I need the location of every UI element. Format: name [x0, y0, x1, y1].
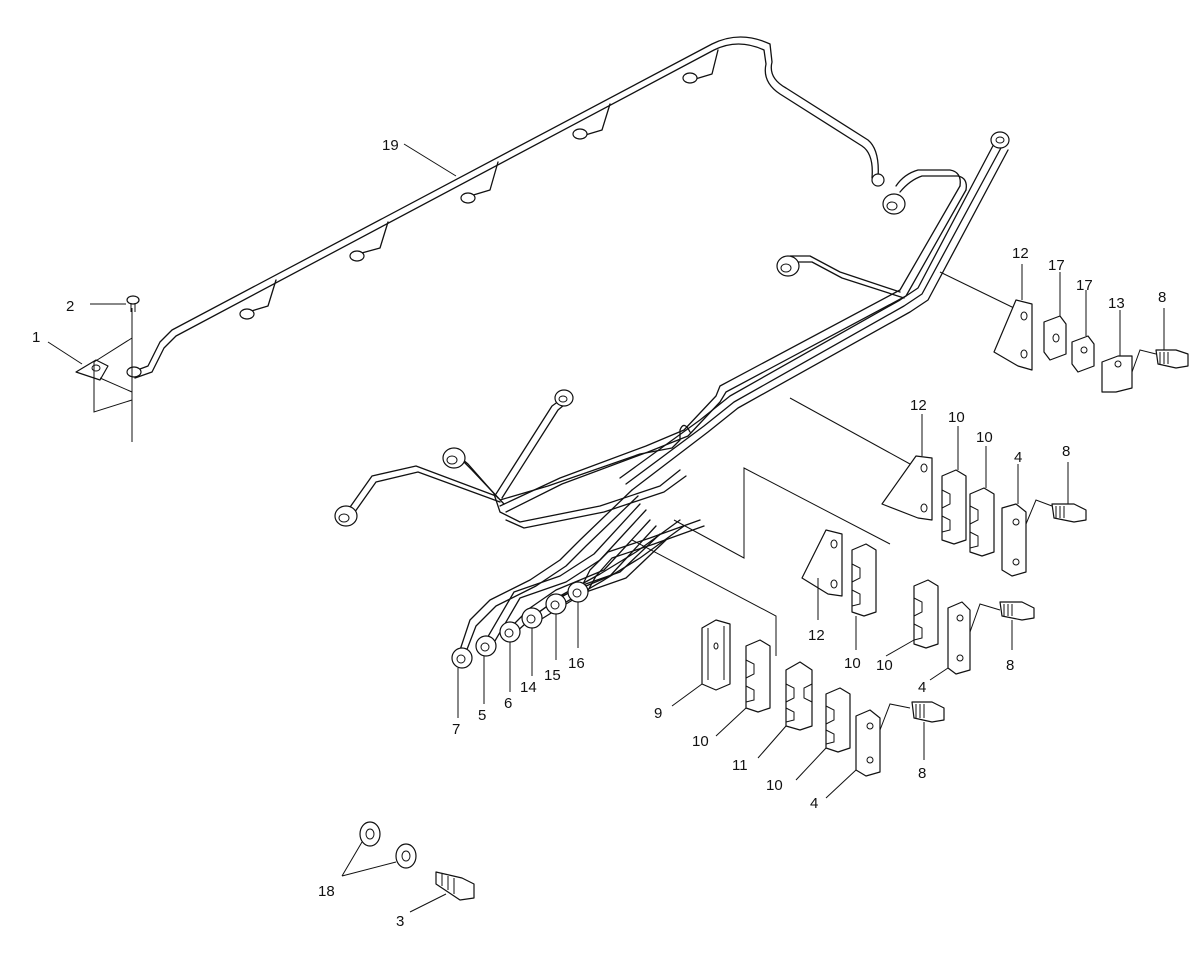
clamp-11	[785, 661, 813, 731]
nut-left-3	[554, 389, 574, 407]
callout-7: 7	[452, 721, 460, 738]
bracket-12c	[801, 529, 843, 597]
callout-18: 18	[318, 883, 335, 900]
clamp-17a	[1043, 315, 1067, 361]
clamp-10f	[825, 687, 851, 753]
injection-pipes-bundle	[347, 139, 1009, 653]
bracket-4b	[947, 601, 971, 675]
washers-18	[359, 821, 417, 869]
nut-7	[451, 647, 473, 669]
callout-10a: 10	[948, 409, 965, 426]
return-line-end-fitting	[126, 366, 142, 378]
return-line-19	[126, 36, 885, 379]
callout-11: 11	[732, 757, 748, 774]
clamp-10b	[969, 487, 995, 557]
callout-3: 3	[396, 913, 404, 930]
callout-4c: 4	[810, 795, 818, 812]
callout-12c: 12	[808, 627, 825, 644]
return-line-end-cap	[871, 173, 885, 187]
bracket-4a	[1001, 503, 1027, 577]
bracket-12a	[993, 299, 1033, 371]
clip-9	[701, 619, 731, 691]
callout-10d: 10	[876, 657, 893, 674]
callout-8d: 8	[918, 765, 926, 782]
bolt-3	[435, 871, 475, 901]
clamp-group-d	[631, 539, 945, 777]
callout-6: 6	[504, 695, 512, 712]
clamp-10c	[851, 543, 877, 617]
nut-16	[567, 581, 589, 603]
callout-10e: 10	[692, 733, 709, 750]
callout-14: 14	[520, 679, 537, 696]
callout-12a: 12	[1012, 245, 1029, 262]
callout-8a: 8	[1158, 289, 1166, 306]
plate-13	[1101, 355, 1133, 393]
callout-2: 2	[66, 298, 74, 315]
nut-upper-right-2	[882, 193, 906, 215]
callout-10b: 10	[976, 429, 993, 446]
callout-5: 5	[478, 707, 486, 724]
bracket-12b	[881, 455, 933, 521]
leader-lines	[47, 143, 1165, 913]
callout-numbers: 1 2 19 12 17 17 13 8 12 10 10 4 8 12 10 …	[32, 137, 1166, 930]
clamp-10a	[941, 469, 967, 545]
clamp-group-b	[789, 397, 1087, 577]
callout-9: 9	[654, 705, 662, 722]
callout-10f: 10	[766, 777, 783, 794]
callout-4a: 4	[1014, 449, 1022, 466]
callout-16: 16	[568, 655, 585, 672]
nut-left-2	[442, 447, 466, 469]
bolt-8b	[1051, 503, 1087, 523]
clamp-10e	[745, 639, 771, 713]
callout-19: 19	[382, 137, 399, 154]
clamp-group-c	[673, 467, 1035, 675]
clamp-group-a	[939, 271, 1189, 393]
bracket-4c	[855, 709, 881, 777]
nut-6	[499, 621, 521, 643]
callout-10c: 10	[844, 655, 861, 672]
bolt-8d	[911, 701, 945, 723]
rivet-2	[126, 295, 140, 312]
nut-mid-right	[776, 255, 800, 277]
nut-upper-right-1	[990, 131, 1010, 149]
callout-4b: 4	[918, 679, 926, 696]
nut-5	[475, 635, 497, 657]
nut-left-1	[334, 505, 358, 527]
callout-13: 13	[1108, 295, 1125, 312]
callout-12b: 12	[910, 397, 927, 414]
callout-17a: 17	[1048, 257, 1065, 274]
callout-8b: 8	[1062, 443, 1070, 460]
return-line-branches	[239, 49, 719, 320]
nut-15	[545, 593, 567, 615]
nut-14	[521, 607, 543, 629]
callout-15: 15	[544, 667, 561, 684]
bolt-8a	[1155, 349, 1189, 369]
pipe-nuts	[334, 131, 1010, 669]
clamp-10d	[913, 579, 939, 649]
callout-8c: 8	[1006, 657, 1014, 674]
clip-1	[75, 308, 133, 442]
bolt-8c	[999, 601, 1035, 621]
callout-1: 1	[32, 329, 40, 346]
clamp-17b	[1071, 335, 1095, 373]
callout-17b: 17	[1076, 277, 1093, 294]
